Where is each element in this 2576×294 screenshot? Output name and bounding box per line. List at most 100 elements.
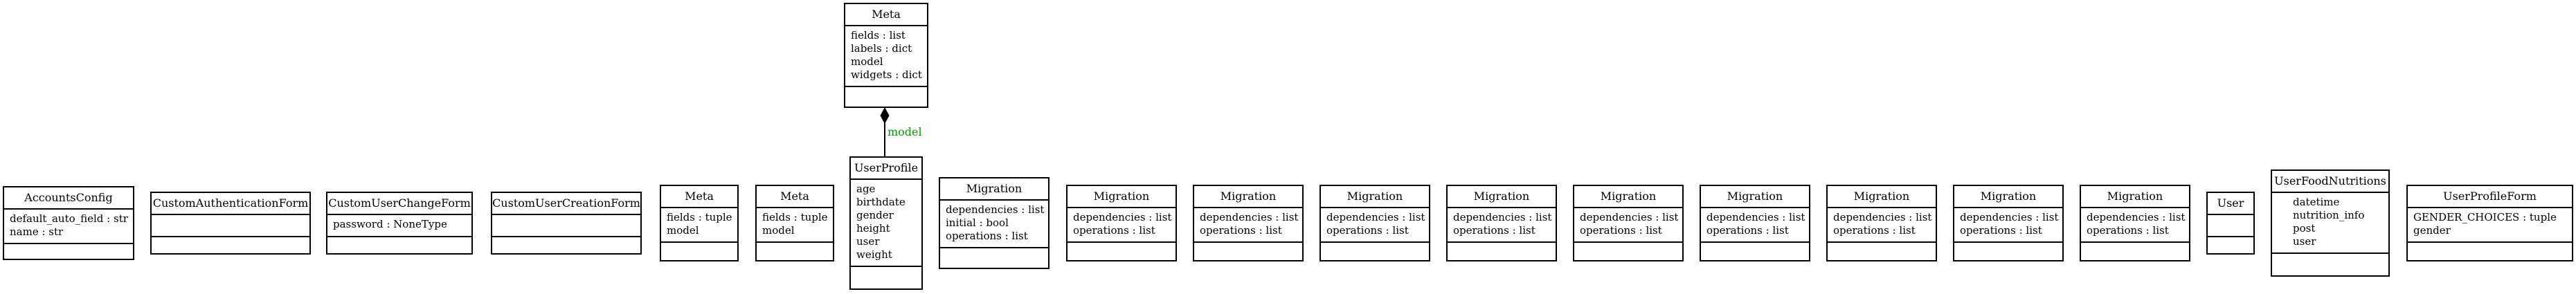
class-attributes: fields : list labels : dict model widget…	[845, 26, 927, 87]
class-meta-2[interactable]: Meta fields : tuple model	[755, 185, 834, 261]
attribute: operations : list	[1073, 224, 1155, 237]
class-user-food-nutritions[interactable]: UserFoodNutritions datetime nutrition_in…	[2271, 169, 2390, 277]
class-methods	[1828, 243, 1936, 260]
class-methods	[845, 87, 927, 107]
class-name: Migration	[1701, 186, 1809, 208]
class-name: UserProfileForm	[2408, 186, 2572, 208]
class-migration-4[interactable]: Migration dependencies : list operations…	[1319, 185, 1430, 261]
attribute: gender	[856, 209, 894, 221]
class-name: Migration	[1068, 186, 1176, 208]
class-attributes: dependencies : list operations : list	[1068, 208, 1176, 243]
class-attributes: password : NoneType	[327, 215, 471, 237]
class-accounts-config[interactable]: AccountsConfig default_auto_field : str …	[3, 186, 134, 260]
attribute: dependencies : list	[2087, 211, 2186, 223]
composition-diamond-icon	[880, 107, 890, 125]
class-attributes: age birthdate gender height user weight	[851, 180, 921, 267]
attribute: user	[2293, 235, 2316, 248]
attribute: dependencies : list	[1453, 211, 1552, 223]
attribute: operations : list	[1453, 224, 1535, 237]
class-methods	[1954, 243, 2062, 260]
class-methods	[1194, 243, 1302, 260]
class-migration-8[interactable]: Migration dependencies : list operations…	[1826, 185, 1937, 261]
class-meta-form[interactable]: Meta fields : list labels : dict model w…	[844, 3, 928, 108]
attribute: operations : list	[946, 230, 1028, 242]
class-name: UserFoodNutritions	[2272, 171, 2388, 193]
class-migration-6[interactable]: Migration dependencies : list operations…	[1573, 185, 1684, 261]
attribute: fields : tuple	[667, 211, 732, 223]
attribute: dependencies : list	[1580, 211, 1679, 223]
class-user[interactable]: User	[2206, 192, 2255, 255]
attribute: initial : bool	[946, 217, 1009, 229]
class-name: Migration	[1321, 186, 1429, 208]
class-name: Meta	[661, 186, 737, 208]
attribute: fields : tuple	[762, 211, 828, 223]
class-name: CustomUserChangeForm	[327, 193, 471, 215]
attribute: nutrition_info	[2293, 209, 2365, 221]
class-custom-authentication-form[interactable]: CustomAuthenticationForm	[150, 192, 311, 255]
class-methods	[2408, 243, 2572, 260]
class-migration-7[interactable]: Migration dependencies : list operations…	[1700, 185, 1810, 261]
attribute: operations : list	[1200, 224, 1282, 237]
class-attributes: datetime nutrition_info post user	[2272, 193, 2388, 254]
class-attributes	[492, 215, 640, 237]
class-user-profile-form[interactable]: UserProfileForm GENDER_CHOICES : tuple g…	[2406, 185, 2573, 261]
class-attributes: dependencies : list operations : list	[1321, 208, 1429, 243]
class-name: Migration	[1828, 186, 1936, 208]
class-attributes: dependencies : list operations : list	[1828, 208, 1936, 243]
class-name: CustomAuthenticationForm	[152, 193, 309, 215]
attribute: height	[856, 222, 890, 235]
class-attributes: dependencies : list operations : list	[1448, 208, 1556, 243]
class-migration-2[interactable]: Migration dependencies : list operations…	[1066, 185, 1177, 261]
class-methods	[2208, 237, 2253, 253]
class-methods	[757, 243, 833, 260]
class-migration-3[interactable]: Migration dependencies : list operations…	[1193, 185, 1304, 261]
class-methods	[661, 243, 737, 260]
attribute: default_auto_field : str	[10, 212, 128, 225]
attribute: model	[851, 55, 883, 68]
attribute: widgets : dict	[851, 68, 922, 81]
class-name: AccountsConfig	[4, 187, 133, 210]
class-attributes	[152, 215, 309, 237]
class-name: Meta	[757, 186, 833, 208]
class-name: User	[2208, 193, 2253, 215]
class-name: Meta	[845, 4, 927, 26]
attribute: model	[762, 224, 795, 237]
class-methods	[2081, 243, 2189, 260]
class-migration-10[interactable]: Migration dependencies : list operations…	[2080, 185, 2190, 261]
class-attributes: dependencies : list operations : list	[1954, 208, 2062, 243]
class-methods	[851, 267, 921, 288]
class-attributes: GENDER_CHOICES : tuple gender	[2408, 208, 2572, 243]
class-migration-initial[interactable]: Migration dependencies : list initial : …	[939, 177, 1050, 269]
class-methods	[2272, 254, 2388, 275]
class-custom-user-creation-form[interactable]: CustomUserCreationForm	[491, 192, 642, 255]
class-name: UserProfile	[851, 158, 921, 180]
class-attributes: fields : tuple model	[757, 208, 833, 243]
class-methods	[1701, 243, 1809, 260]
attribute: dependencies : list	[1960, 211, 2059, 223]
attribute: operations : list	[1960, 224, 2042, 237]
class-methods	[4, 244, 133, 259]
class-migration-5[interactable]: Migration dependencies : list operations…	[1446, 185, 1557, 261]
attribute: GENDER_CHOICES : tuple	[2413, 211, 2557, 223]
attribute: dependencies : list	[1326, 211, 1425, 223]
attribute: operations : list	[1580, 224, 1662, 237]
class-migration-9[interactable]: Migration dependencies : list operations…	[1953, 185, 2064, 261]
class-name: Migration	[1448, 186, 1556, 208]
class-custom-user-change-form[interactable]: CustomUserChangeForm password : NoneType	[326, 192, 473, 255]
class-methods	[1068, 243, 1176, 260]
class-name: Migration	[2081, 186, 2189, 208]
attribute: name : str	[10, 226, 64, 238]
class-user-profile[interactable]: UserProfile age birthdate gender height …	[849, 156, 923, 290]
class-methods	[1574, 243, 1682, 260]
attribute: gender	[2413, 224, 2451, 237]
class-methods	[940, 248, 1048, 268]
attribute: dependencies : list	[1073, 211, 1172, 223]
class-name: Migration	[940, 178, 1048, 201]
class-methods	[1321, 243, 1429, 260]
class-methods	[327, 237, 471, 253]
attribute: operations : list	[1326, 224, 1409, 237]
attribute: dependencies : list	[946, 203, 1045, 216]
class-attributes	[2208, 215, 2253, 237]
class-meta-1[interactable]: Meta fields : tuple model	[660, 185, 739, 261]
